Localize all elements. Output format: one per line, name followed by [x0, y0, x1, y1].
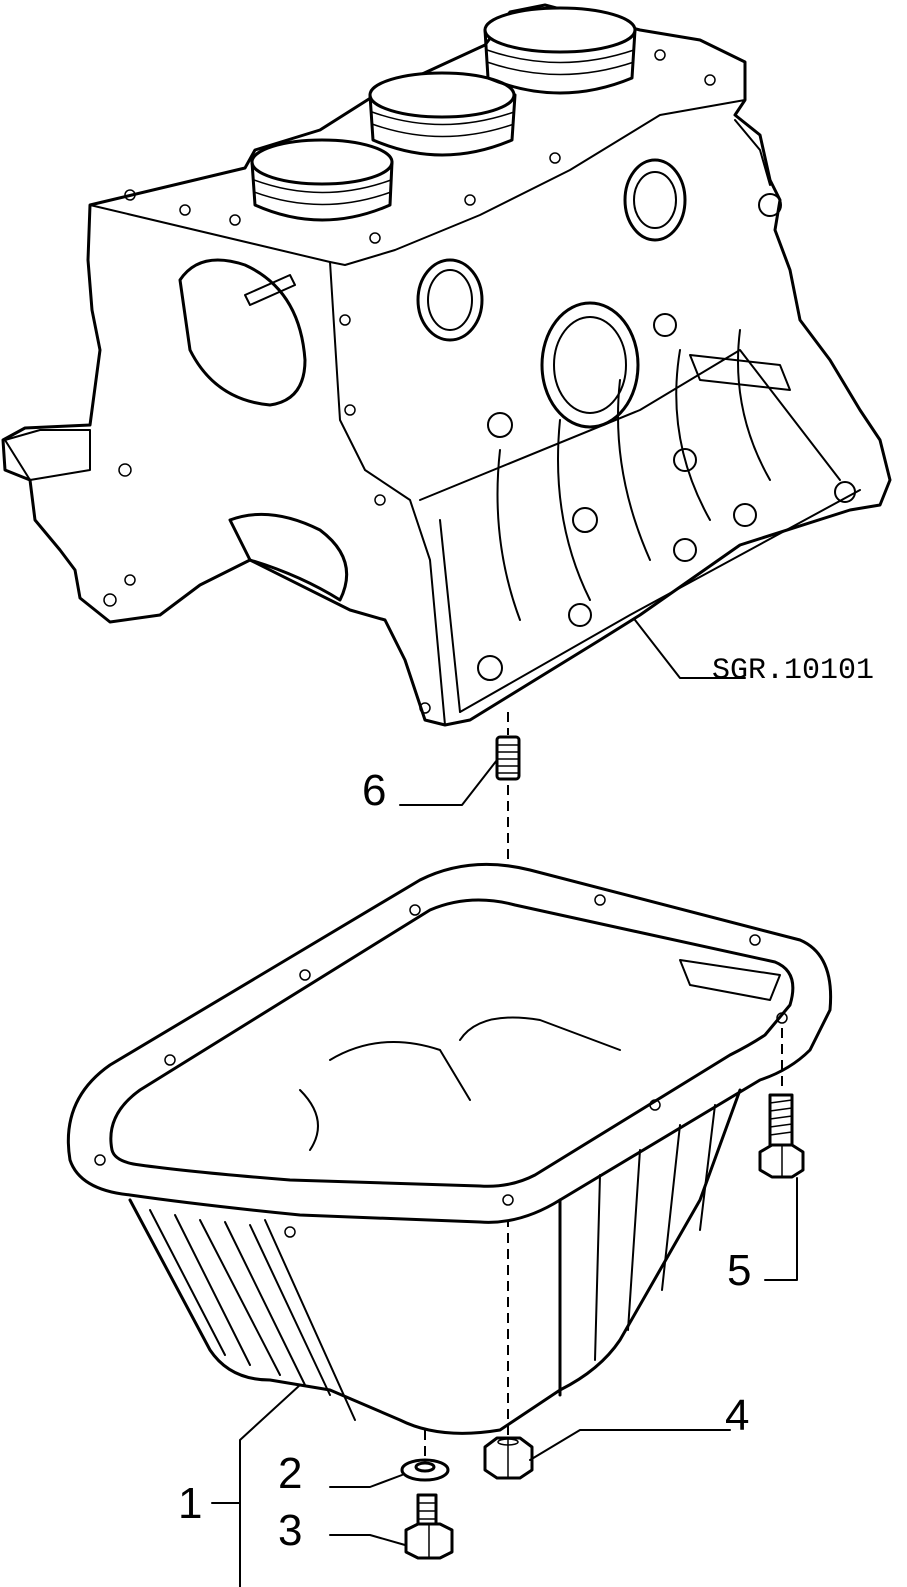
- leader-6: [399, 759, 498, 806]
- stud-part: [495, 712, 521, 781]
- oil-pan: [66, 862, 833, 1435]
- bolt-part: [758, 1093, 805, 1179]
- reference-code: SGR.10101: [712, 654, 874, 688]
- callout-5: 5: [727, 1246, 751, 1295]
- leader-2: [329, 1474, 403, 1488]
- washer-part: [400, 1458, 450, 1482]
- nut-part: [483, 1436, 534, 1480]
- drain-plug-part: [404, 1493, 454, 1560]
- callout-4: 4: [725, 1391, 749, 1440]
- piston-2: [368, 71, 517, 157]
- callout-2: 2: [278, 1449, 302, 1498]
- leader-4: [529, 1429, 731, 1461]
- piston-3: [483, 6, 637, 95]
- leader-3: [329, 1534, 406, 1546]
- reference-leader: [634, 619, 746, 679]
- engine-block: [1, 3, 892, 727]
- leader-1: [239, 1384, 301, 1587]
- callout-6: 6: [362, 766, 386, 815]
- leader-5: [764, 1177, 798, 1281]
- piston-1: [250, 138, 394, 222]
- callout-3: 3: [278, 1506, 302, 1555]
- callout-1: 1: [178, 1479, 202, 1528]
